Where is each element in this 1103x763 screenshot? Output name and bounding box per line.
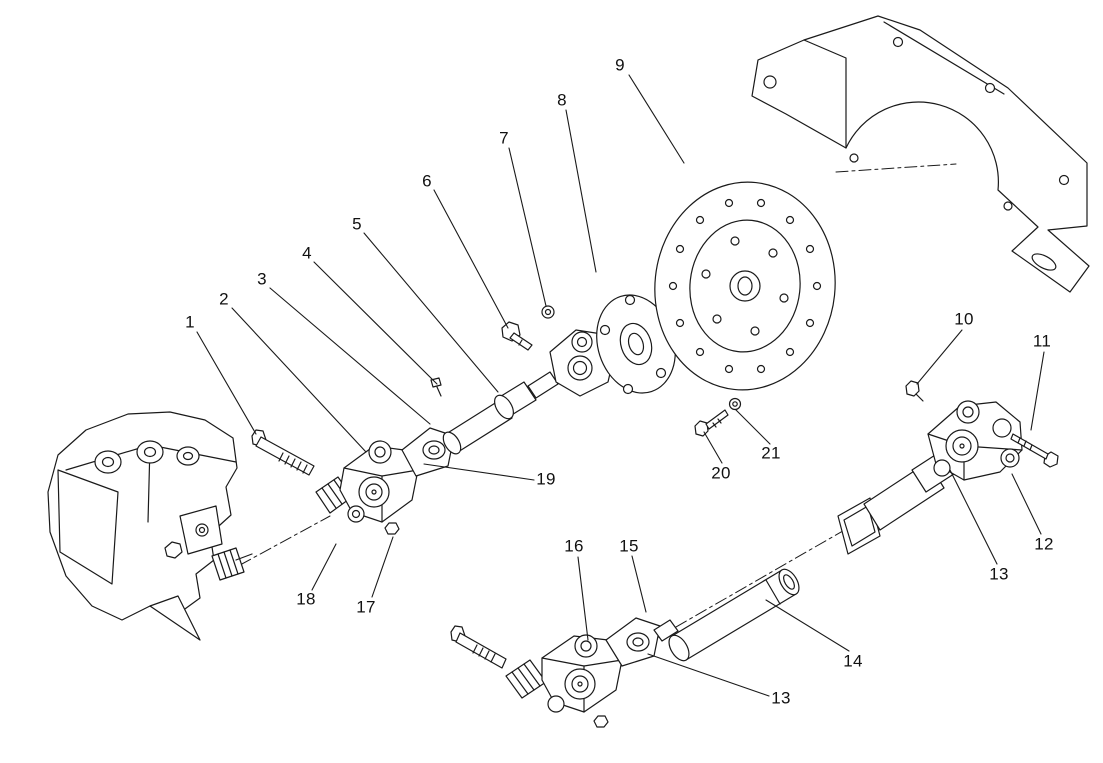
leader-lines [196, 74, 1045, 697]
drive-shaft-center [430, 294, 676, 455]
plate-mid-holes [701, 236, 789, 336]
spline-collar-lower [505, 659, 547, 699]
u-joint-left [315, 427, 455, 535]
callout-14: 14 [843, 651, 863, 671]
callout-9: 9 [615, 55, 625, 75]
callout-4: 4 [302, 243, 312, 263]
callout-3: 3 [257, 269, 267, 289]
callout-15: 15 [619, 536, 639, 556]
flange-bolt-6 [501, 321, 533, 351]
plate-rim-holes [668, 198, 822, 374]
callout-11: 11 [1032, 331, 1052, 351]
callout-13: 13 [989, 564, 1009, 584]
callout-20: 20 [711, 463, 731, 483]
mount-bolt-left [251, 429, 315, 476]
callout-12: 12 [1034, 534, 1054, 554]
u-joint-lower [450, 617, 679, 728]
callout-2: 2 [219, 289, 229, 309]
nut-17 [384, 522, 400, 535]
callout-1: 1 [185, 312, 195, 332]
callout-13b: 13 [771, 688, 791, 708]
mounting-bracket [751, 15, 1090, 293]
flange-hub-8 [596, 294, 676, 395]
centerlines [239, 163, 957, 651]
callout-6: 6 [422, 171, 432, 191]
shaft-tube-14 [668, 568, 800, 662]
set-screw-4 [430, 377, 442, 397]
washer-7 [541, 305, 555, 319]
callout-17: 17 [356, 597, 376, 617]
nut-lower [593, 715, 609, 728]
callout-10: 10 [954, 309, 974, 329]
plate-bolt-20 [694, 409, 729, 437]
callout-19: 19 [536, 469, 556, 489]
callout-16: 16 [564, 536, 584, 556]
hydraulic-pump-assembly [47, 411, 253, 641]
nut-21 [728, 397, 742, 411]
callout-5: 5 [352, 214, 362, 234]
bolt-11 [1010, 433, 1059, 468]
u-joint-right [837, 400, 1023, 555]
drive-plate-9 [654, 181, 836, 391]
pump-spline-shaft [211, 547, 253, 581]
callout-18: 18 [296, 589, 316, 609]
callout-7: 7 [499, 128, 509, 148]
callout-21: 21 [761, 443, 781, 463]
callout-8: 8 [557, 90, 567, 110]
mount-bolt-lower [450, 625, 507, 669]
bolt-10 [905, 380, 924, 402]
